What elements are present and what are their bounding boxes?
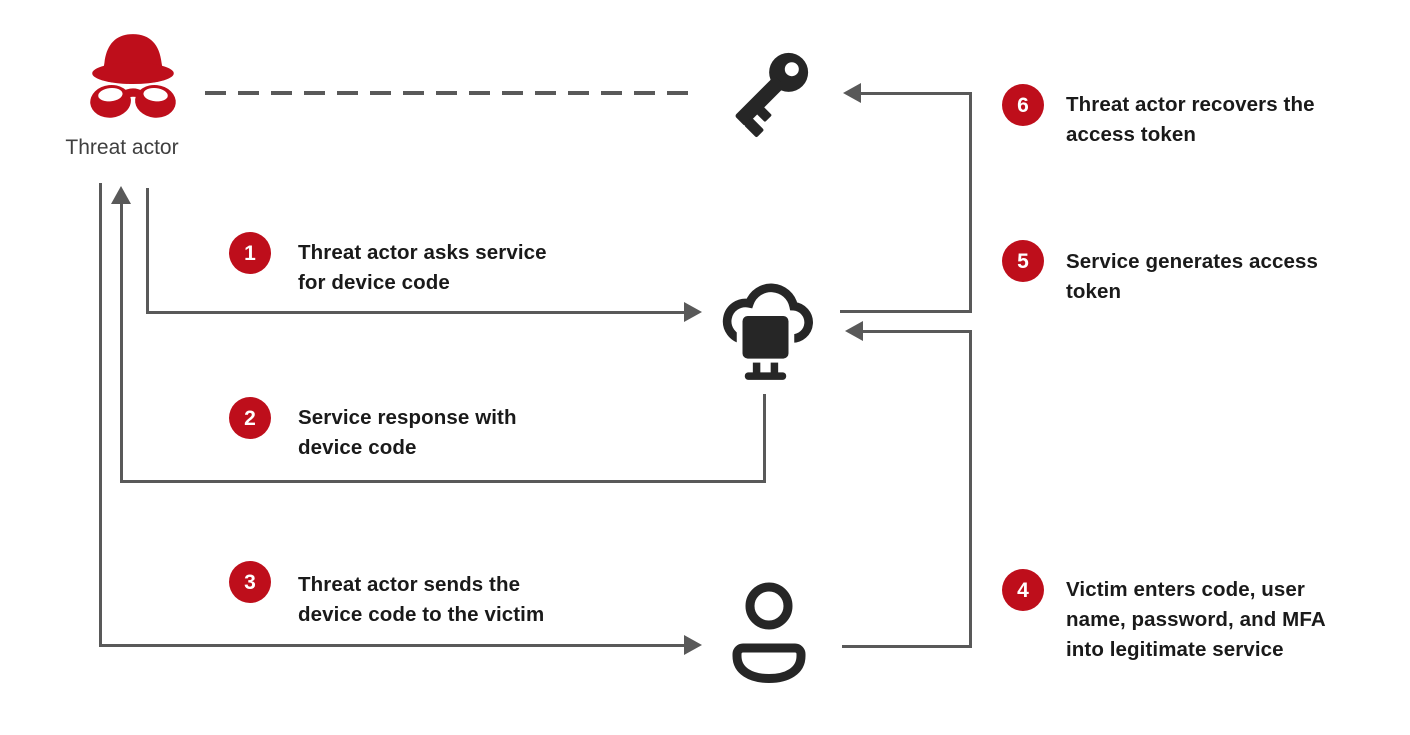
threat-actor-label: Threat actor <box>65 136 179 159</box>
cloud-service-icon <box>722 283 813 380</box>
step4-number-badge: 4 <box>1002 569 1044 611</box>
token-line-vertical <box>969 92 972 313</box>
step2-line-from-service-vertical <box>763 394 766 483</box>
step3-number-badge: 3 <box>229 561 271 603</box>
step2-line-horizontal <box>120 480 766 483</box>
step5-number-badge: 5 <box>1002 240 1044 282</box>
arrowhead-step3-right-icon <box>684 635 702 655</box>
step4-line-vertical <box>969 330 972 648</box>
key-icon <box>735 52 809 137</box>
step1-line-horizontal <box>146 311 686 314</box>
step1-number-badge: 1 <box>229 232 271 274</box>
step2-line-vertical <box>120 203 123 483</box>
person-icon <box>732 582 806 684</box>
arrowhead-step6-left-icon <box>843 83 861 103</box>
step1-line-vertical <box>146 188 149 314</box>
spy-icon <box>90 34 176 118</box>
threat-actor-token-dashed-line <box>205 91 697 95</box>
victim-out-line-horizontal <box>842 645 972 648</box>
step3-line-horizontal <box>99 644 686 647</box>
step6-line-horizontal <box>859 92 972 95</box>
service-out-line-horizontal <box>840 310 972 313</box>
step2-number-badge: 2 <box>229 397 271 439</box>
arrowhead-step4-left-icon <box>845 321 863 341</box>
step6-number-badge: 6 <box>1002 84 1044 126</box>
step3-line-vertical <box>99 183 102 647</box>
step4-line-horizontal <box>861 330 972 333</box>
arrowhead-step1-right-icon <box>684 302 702 322</box>
arrowhead-step2-up-icon <box>111 186 131 204</box>
